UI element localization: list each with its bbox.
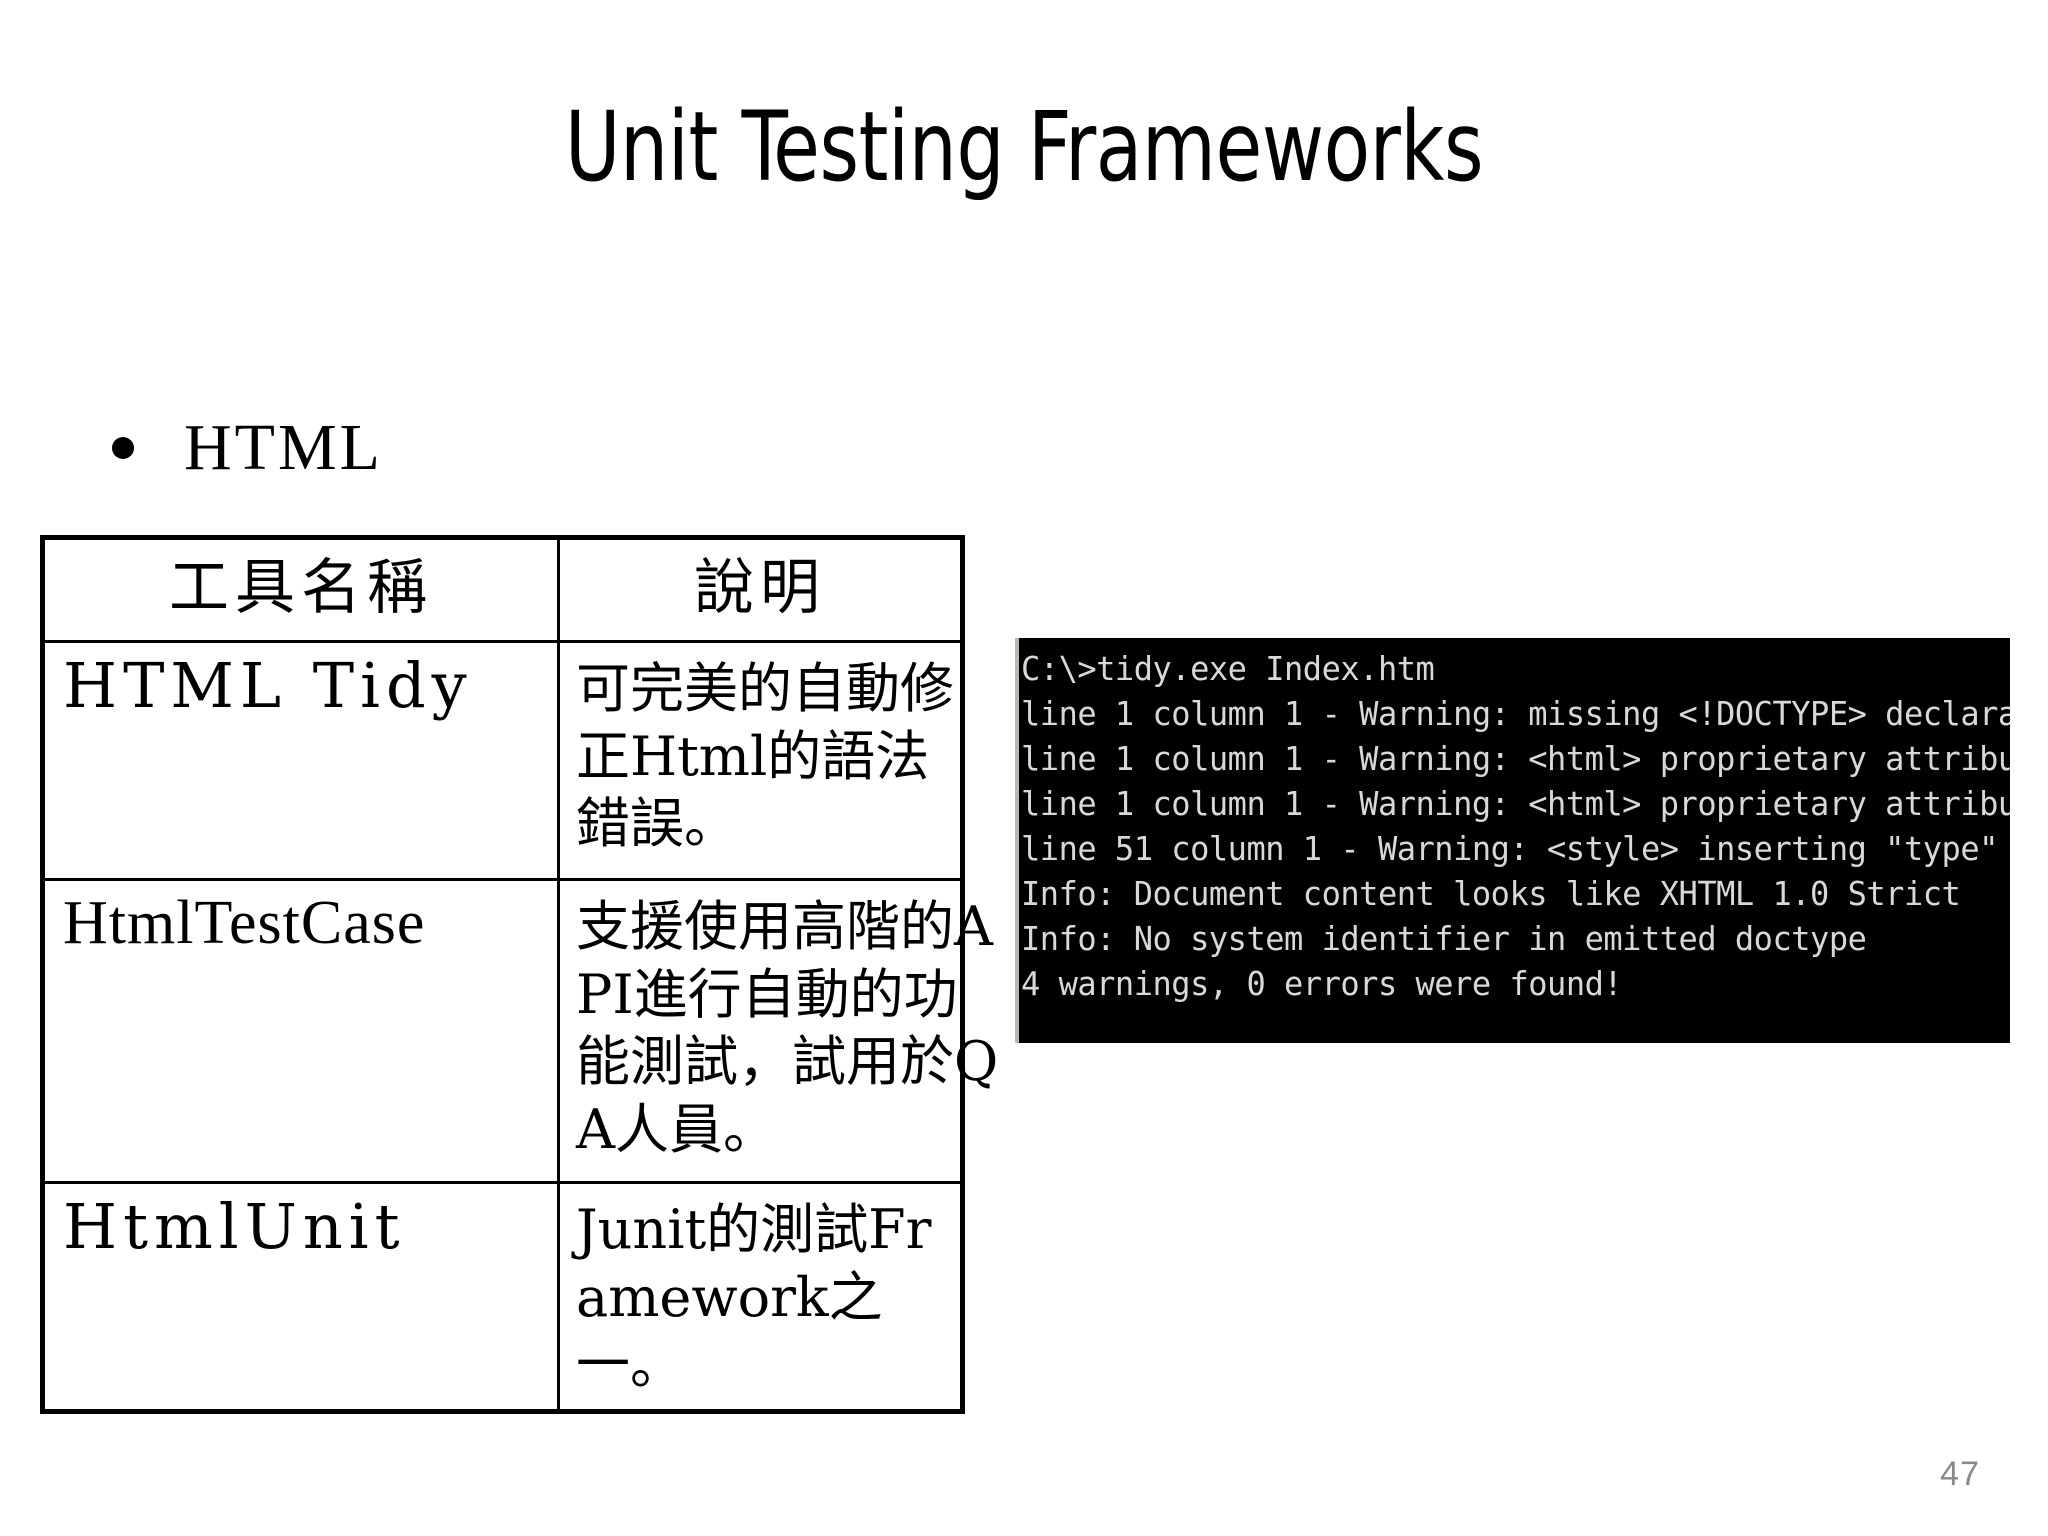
terminal-line: 4 warnings, 0 errors were found! [1021, 964, 1623, 1003]
header-label-tool-name: 工具名稱 [169, 553, 433, 623]
tool-name-value: HtmlUnit [63, 1190, 406, 1263]
bullet-list-item: HTML [112, 415, 383, 481]
terminal-line: C:\>tidy.exe Index.htm [1021, 649, 1435, 688]
terminal-line: line 1 column 1 - Warning: <html> propri… [1021, 739, 2010, 778]
tool-description-value: 支援使用高階的API進行自動的功能測試，試用於QA人員。 [576, 895, 999, 1161]
slide-page-number: 47 [1940, 1455, 1980, 1493]
header-label-description: 說明 [694, 553, 826, 623]
table-header-cell-description: 說明 [557, 536, 964, 643]
table-cell-description: Junit的測試Framework之一。 [557, 1181, 964, 1413]
table-row: HtmlUnit Junit的測試Framework之一。 [41, 1181, 964, 1413]
tool-description-value: Junit的測試Framework之一。 [576, 1198, 932, 1396]
tool-description-value: 可完美的自動修正Html的語法錯誤。 [576, 657, 954, 855]
table-row: HtmlTestCase 支援使用高階的API進行自動的功能測試，試用於QA人員… [41, 878, 998, 1184]
terminal-line: Info: Document content looks like XHTML … [1021, 874, 1961, 913]
table-cell-tool-name: HtmlUnit [41, 1181, 560, 1413]
terminal-line: line 1 column 1 - Warning: missing <!DOC… [1021, 694, 2010, 733]
table-row: HTML Tidy 可完美的自動修正Html的語法錯誤。 [41, 640, 964, 881]
tools-table: 工具名稱 說明 HTML Tidy 可完美的自動修正Html的語法錯誤。 Htm… [40, 535, 998, 1414]
terminal-line: line 1 column 1 - Warning: <html> propri… [1021, 784, 2010, 823]
terminal-screenshot: C:\>tidy.exe Index.htm line 1 column 1 -… [1015, 638, 2010, 1043]
table-cell-description: 支援使用高階的API進行自動的功能測試，試用於QA人員。 [557, 878, 998, 1184]
terminal-line: Info: No system identifier in emitted do… [1021, 919, 1867, 958]
table-cell-tool-name: HtmlTestCase [41, 878, 560, 1184]
terminal-line: line 51 column 1 - Warning: <style> inse… [1021, 829, 1998, 868]
table-cell-description: 可完美的自動修正Html的語法錯誤。 [557, 640, 964, 881]
table-header-row: 工具名稱 說明 [41, 536, 964, 643]
table-header-cell-name: 工具名稱 [41, 536, 560, 643]
tool-name-value: HtmlTestCase [63, 889, 426, 957]
terminal-output: C:\>tidy.exe Index.htm line 1 column 1 -… [1019, 638, 2010, 1006]
bullet-marker-icon [112, 437, 134, 459]
tool-name-value: HTML Tidy [63, 649, 473, 722]
page-title: Unit Testing Frameworks [564, 91, 1484, 203]
bullet-item-label: HTML [184, 411, 383, 484]
table-cell-tool-name: HTML Tidy [41, 640, 560, 881]
